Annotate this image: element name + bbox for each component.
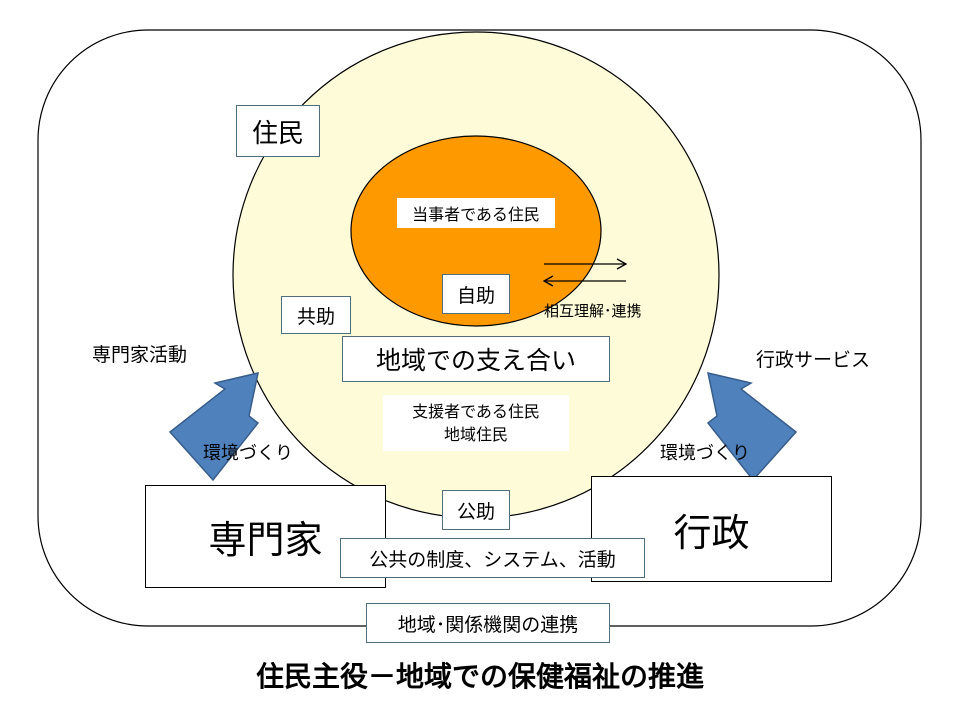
page-title: 住民主役－地域での保健福祉の推進: [255, 660, 704, 693]
concerned-residents-circle: [350, 135, 602, 327]
left-up-arrow-icon: [168, 372, 260, 482]
concerned-residents-text: 当事者である住民: [412, 205, 540, 224]
supporting-residents-line2: 地域住民: [443, 425, 508, 444]
admin-service-label: 行政サービス: [756, 349, 871, 371]
self-help-label: 自助: [442, 274, 510, 314]
public-help-text: 公助: [456, 500, 495, 523]
self-help-text: 自助: [456, 284, 495, 307]
administration-box: 行政: [591, 476, 832, 582]
regional-cooperation-label: 地域･関係機関の連携: [366, 603, 610, 643]
experts-text: 専門家: [208, 518, 323, 562]
mutual-help-text: 共助: [296, 305, 335, 328]
mutual-arrows-icon: [542, 258, 628, 287]
mutual-help-label: 共助: [281, 296, 351, 334]
public-help-label: 公助: [442, 490, 510, 530]
public-systems-text: 公共の制度、システム、活動: [369, 548, 616, 571]
residents-label: 住民: [236, 105, 320, 157]
supporting-residents-line1: 支援者である住民: [412, 402, 540, 421]
public-systems-label: 公共の制度、システム、活動: [340, 538, 645, 578]
concerned-residents-label: 当事者である住民: [397, 198, 555, 228]
residents-label-text: 住民: [251, 118, 304, 149]
experts-box: 専門家: [145, 485, 386, 588]
mutual-understanding-label: 相互理解･連携: [544, 302, 642, 320]
community-support-text: 地域での支え合い: [375, 346, 576, 375]
environment-left-label: 環境づくり: [203, 443, 293, 464]
expert-activity-label: 専門家活動: [92, 344, 188, 366]
regional-cooperation-text: 地域･関係機関の連携: [397, 613, 579, 636]
right-up-arrow-icon: [706, 372, 798, 482]
environment-right-label: 環境づくり: [660, 443, 750, 464]
administration-text: 行政: [673, 510, 750, 555]
supporting-residents-label: 支援者である住民 地域住民: [383, 395, 569, 451]
community-support-label: 地域での支え合い: [342, 336, 610, 382]
